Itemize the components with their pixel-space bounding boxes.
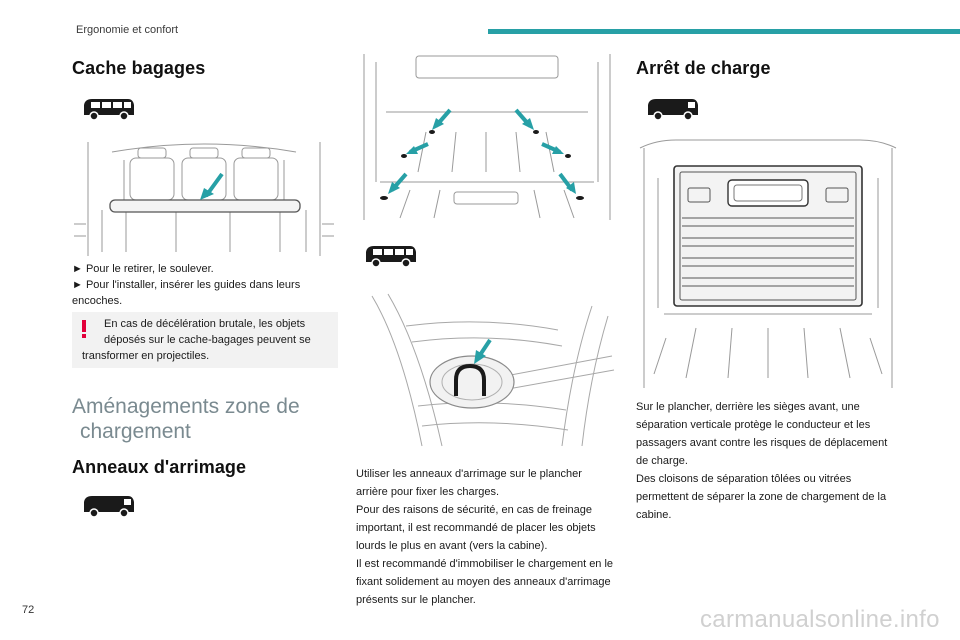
warning-box: En cas de décélération brutale, les obje… — [72, 312, 338, 368]
anneaux-line-3: Pour des raisons de sécurité, en cas de … — [356, 504, 593, 516]
page-number: 72 — [22, 604, 35, 616]
arret-line-1: Sur le plancher, derrière les sièges ava… — [636, 401, 860, 413]
cargo-floor-anchors-illustration — [363, 54, 611, 220]
people-carrier-van-icon-2 — [366, 246, 416, 268]
running-header: Ergonomie et confort — [76, 24, 179, 36]
arret-line-5: Des cloisons de séparation tôlées ou vit… — [636, 473, 852, 485]
anneaux-line-6: Il est recommandé d'immobiliser le charg… — [356, 558, 614, 570]
anneaux-line-4: important, il est recommandé de placer l… — [356, 522, 596, 534]
anneaux-line-7: fixant solidement au moyen des anneaux d… — [356, 576, 611, 588]
instruction-install-cont: encoches. — [72, 295, 123, 307]
watermark-text: carmanualsonline.info — [700, 606, 940, 633]
arret-line-4: de charge. — [636, 455, 688, 467]
warning-line-1: En cas de décélération brutale, les obje… — [104, 318, 306, 330]
luggage-cover-illustration — [74, 142, 334, 256]
arret-line-7: cabine. — [636, 509, 672, 521]
anneaux-line-1: Utiliser les anneaux d'arrimage sur le p… — [356, 468, 582, 480]
anneaux-line-5: lourds le plus en avant (vers la cabine)… — [356, 540, 548, 552]
utility-van-icon-2 — [648, 99, 698, 121]
section-title-arret-de-charge: Arrêt de charge — [636, 58, 771, 78]
arret-line-3: passagers avant contre les risques de dé… — [636, 437, 888, 449]
people-carrier-van-icon — [84, 99, 134, 121]
header-accent-bar — [488, 29, 960, 34]
arret-line-2: séparation verticale protège le conducte… — [636, 419, 871, 431]
anchor-ring-closeup-illustration — [371, 293, 615, 447]
warning-line-3: transformer en projectiles. — [82, 350, 210, 362]
anneaux-body-text: Utiliser les anneaux d'arrimage sur le p… — [356, 465, 622, 609]
warning-exclamation-icon — [82, 320, 86, 338]
arret-body-text: Sur le plancher, derrière les sièges ava… — [636, 398, 902, 524]
section-title-cache-bagages: Cache bagages — [72, 58, 206, 78]
section-title-anneaux: Anneaux d'arrimage — [72, 457, 247, 477]
instruction-install: ► Pour l'installer, insérer les guides d… — [72, 279, 301, 291]
instruction-remove: ► Pour le retirer, le soulever. — [72, 263, 214, 275]
warning-line-2: déposés sur le cache-bagages peuvent se — [104, 334, 311, 346]
load-partition-illustration — [639, 139, 897, 388]
arret-line-6: permettent de séparer la zone de chargem… — [636, 491, 887, 503]
chapter-title-line-2: chargement — [80, 420, 191, 443]
anneaux-line-8: présents sur le plancher. — [356, 594, 476, 606]
chapter-title-line-1: Aménagements zone de — [72, 395, 300, 418]
anneaux-line-2: arrière pour fixer les charges. — [356, 486, 500, 498]
utility-van-icon — [84, 496, 134, 518]
